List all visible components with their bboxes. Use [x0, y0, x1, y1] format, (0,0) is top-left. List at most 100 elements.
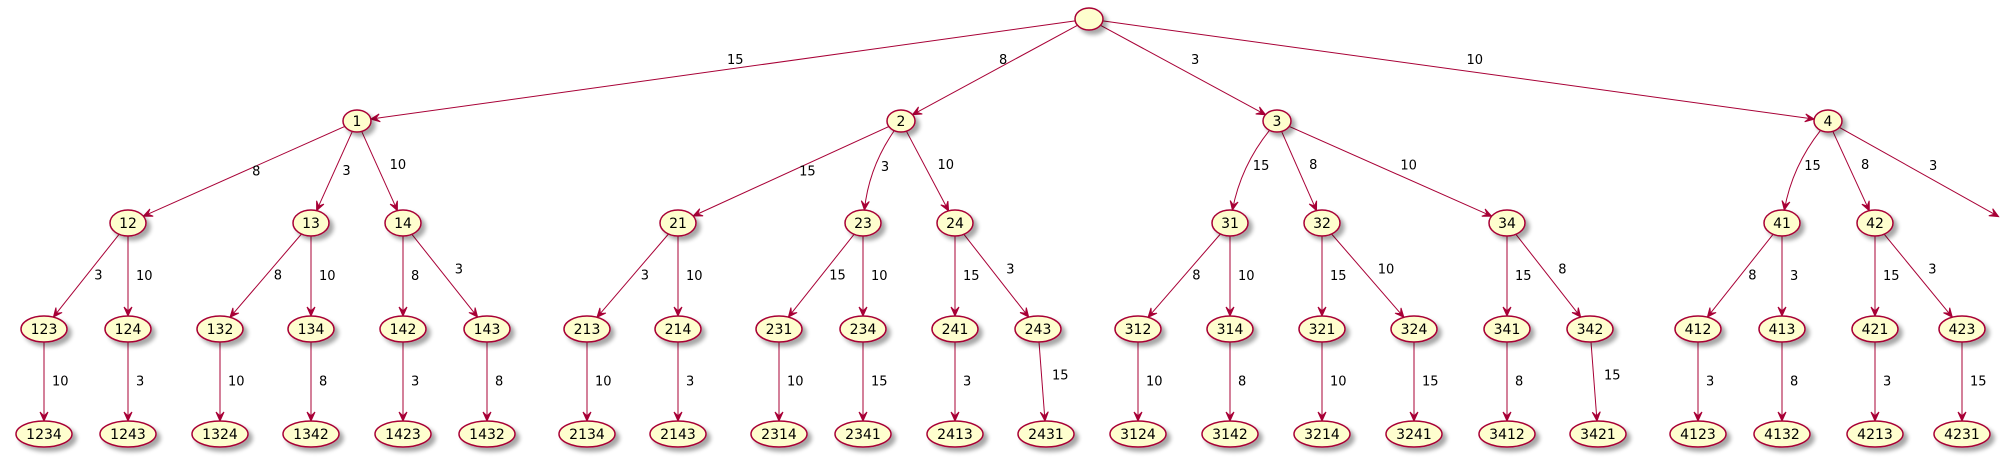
arrowhead-132-1324 [215, 411, 225, 423]
edge-root-1 [370, 20, 1076, 120]
edge-34-342 [1515, 233, 1582, 318]
node-ellipse [1109, 420, 1167, 448]
edge-label-2-24: 10 [938, 158, 955, 173]
node-label: 13 [302, 216, 320, 232]
edge-42-423 [1883, 233, 1953, 318]
arrowhead-root-1 [369, 113, 381, 123]
edge-label-12-124: 10 [136, 269, 153, 284]
node-14: 14 [384, 209, 422, 237]
edge-label-root-4: 10 [1467, 53, 1484, 68]
edge-label-1-14: 10 [390, 158, 407, 173]
node-13: 13 [292, 209, 330, 237]
node-3124: 3124 [1109, 420, 1167, 448]
node-label: 3412 [1489, 427, 1525, 443]
node-2341: 2341 [834, 420, 892, 448]
node-ellipse [109, 209, 147, 237]
node-label: 213 [574, 322, 601, 338]
node-label: 3421 [1580, 427, 1616, 443]
node-ellipse [282, 420, 340, 448]
edge-label-2-21: 15 [799, 164, 816, 179]
node-234: 234 [839, 315, 887, 343]
arrowhead-413-4132 [1777, 411, 1787, 423]
arrowhead-12-123 [52, 307, 63, 319]
node-ellipse [463, 315, 511, 343]
node-label: 321 [1309, 322, 1336, 338]
node-ellipse [1206, 315, 1254, 343]
node-1234: 1234 [15, 420, 73, 448]
edge-label-413-4132: 8 [1790, 375, 1798, 390]
node-ellipse [1201, 420, 1259, 448]
node-ellipse [1933, 420, 1991, 448]
node-21: 21 [659, 209, 697, 237]
edge-label-4-42: 8 [1861, 158, 1869, 173]
node-label: 142 [390, 322, 417, 338]
node-1342: 1342 [282, 420, 340, 448]
arrowhead-314-3142 [1225, 411, 1235, 423]
node-ellipse [1753, 420, 1811, 448]
edge-41-412 [1707, 233, 1774, 318]
node-ellipse [1758, 315, 1806, 343]
edge-label-234-2341: 15 [871, 375, 888, 390]
edge-label-13-134: 10 [319, 269, 336, 284]
node-31: 31 [1211, 209, 1249, 237]
node-label: 1 [353, 114, 362, 130]
node-342: 342 [1566, 315, 1614, 343]
arrowhead-213-2134 [582, 411, 592, 423]
arrowhead-34-342 [1571, 307, 1582, 319]
node-34: 34 [1488, 209, 1526, 237]
node-label: 1432 [469, 427, 505, 443]
node-4231: 4231 [1933, 420, 1991, 448]
node-ellipse [649, 420, 707, 448]
node-ellipse [1566, 315, 1614, 343]
node-ellipse [1569, 420, 1627, 448]
node-ellipse [1293, 420, 1351, 448]
arrowhead-412-4123 [1693, 411, 1703, 423]
edge-23-231 [788, 233, 855, 318]
node-label: 4132 [1764, 427, 1800, 443]
node-423: 423 [1938, 315, 1986, 343]
edge-label-341-3412: 8 [1515, 375, 1523, 390]
node-ellipse [563, 315, 611, 343]
node-ellipse [659, 209, 697, 237]
edge-label-3-32: 8 [1309, 158, 1317, 173]
node-ellipse [755, 315, 803, 343]
edge-3-34 [1288, 125, 1492, 217]
node-ellipse [99, 420, 157, 448]
edge-label-321-3214: 10 [1330, 375, 1347, 390]
node-label: 214 [665, 322, 692, 338]
node-132: 132 [196, 315, 244, 343]
node-2413: 2413 [926, 420, 984, 448]
edge-2-24 [905, 130, 950, 212]
arrowhead-4-43 [1988, 208, 2000, 218]
node-243: 243 [1014, 315, 1062, 343]
node-ellipse [104, 315, 152, 343]
node-label: 423 [1949, 322, 1976, 338]
node-ellipse [750, 420, 808, 448]
arrowhead-423-4231 [1957, 411, 1967, 423]
node-2: 2 [886, 109, 916, 133]
arrowhead-3-31 [1229, 200, 1239, 212]
edge-label-root-1: 15 [727, 53, 744, 68]
node-412: 412 [1674, 315, 1722, 343]
node-ellipse [287, 315, 335, 343]
node-label: 1243 [110, 427, 146, 443]
arrowhead-23-234 [858, 306, 868, 318]
arrowhead-421-4213 [1870, 411, 1880, 423]
arrowhead-root-4 [1804, 113, 1816, 123]
node-2134: 2134 [558, 420, 616, 448]
node-421: 421 [1851, 315, 1899, 343]
edge-label-214-2143: 3 [686, 375, 694, 390]
node-root [1074, 7, 1104, 31]
edge-label-4-43: 3 [1929, 159, 1937, 174]
edge-label-34-341: 15 [1515, 269, 1532, 284]
node-341: 341 [1483, 315, 1531, 343]
edge-31-312 [1147, 233, 1221, 318]
arrowhead-41-413 [1777, 306, 1787, 318]
node-label: 341 [1494, 322, 1521, 338]
edge-label-314-3142: 8 [1238, 375, 1246, 390]
node-ellipse [1483, 315, 1531, 343]
arrowhead-14-142 [398, 306, 408, 318]
node-label: 2314 [761, 427, 797, 443]
